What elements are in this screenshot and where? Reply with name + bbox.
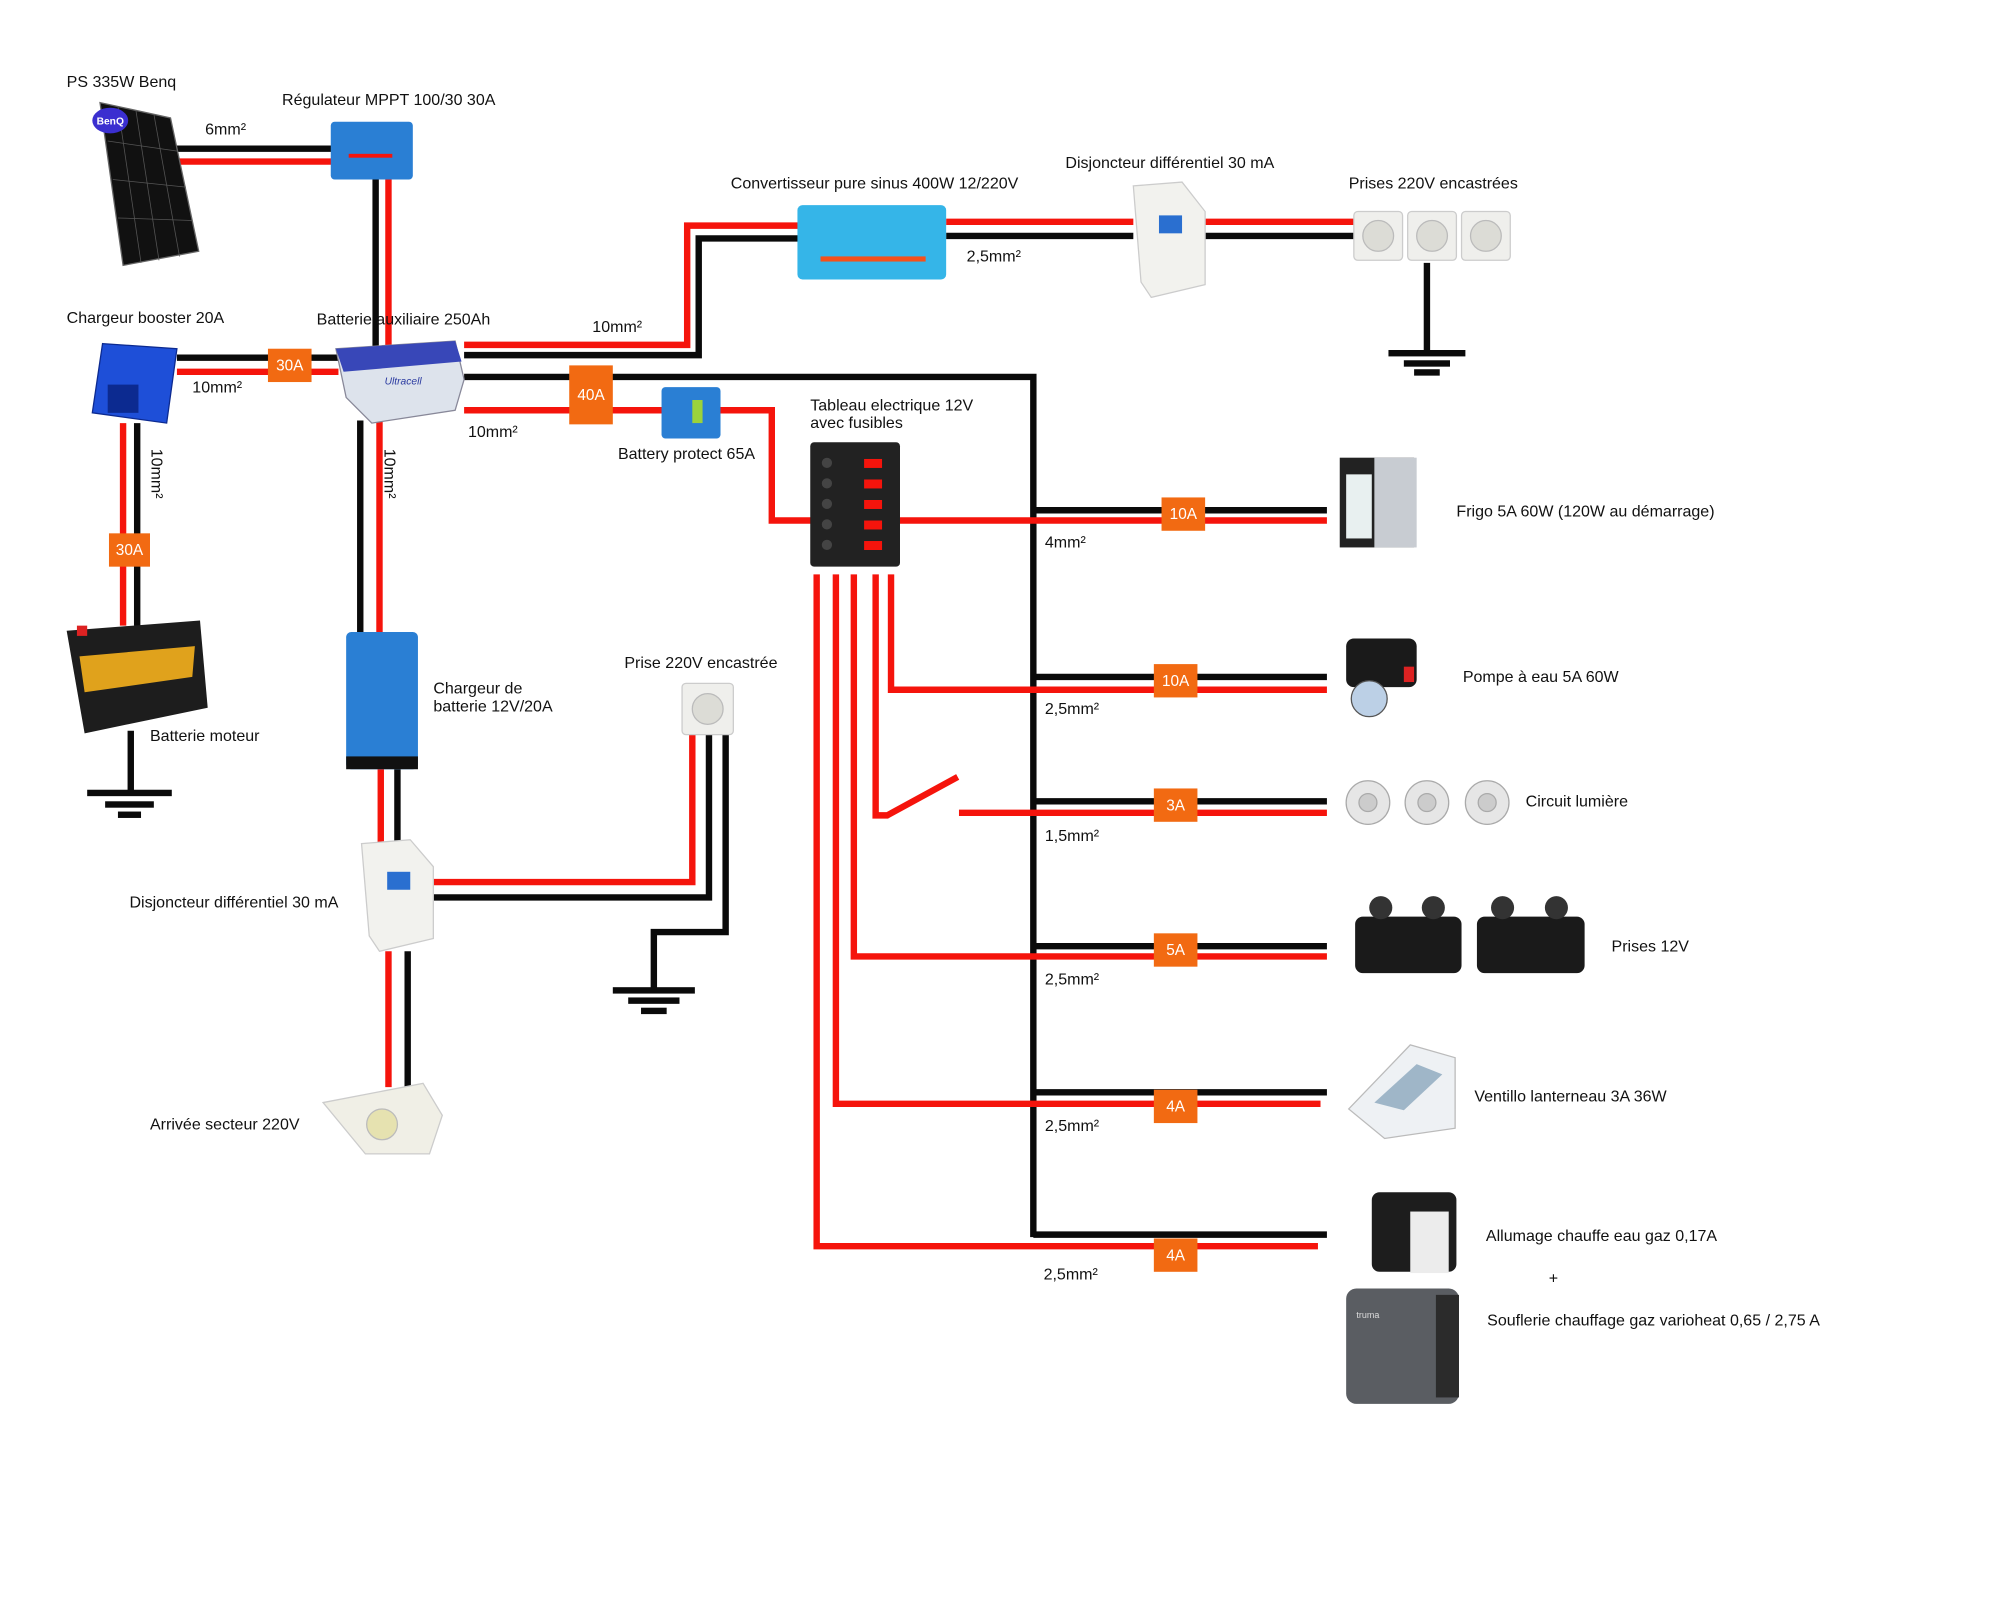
battery-charger-icon	[346, 632, 418, 770]
fuse-fridge: 10A	[1161, 497, 1206, 531]
fuse-sockets-12v: 5A	[1153, 933, 1198, 967]
ground-symbol-socket-single	[612, 987, 695, 1015]
section-booster-down: 10mm²	[147, 449, 165, 499]
water-heater-icon	[1371, 1192, 1457, 1274]
label-water-heater: Allumage chauffe eau gaz 0,17A	[1486, 1227, 1718, 1245]
label-fuse-panel-1: Tableau electrique 12V	[810, 396, 973, 414]
label-battery-protect: Battery protect 65A	[618, 445, 755, 463]
fuse-engine: 30A	[108, 533, 150, 567]
section-inverter-out: 2,5mm²	[967, 248, 1022, 266]
label-charger-2: batterie 12V/20A	[433, 698, 553, 716]
rcd-top-icon	[1132, 181, 1206, 299]
section-booster: 10mm²	[192, 378, 242, 396]
label-inverter: Convertisseur pure sinus 400W 12/220V	[731, 174, 1019, 192]
label-mppt: Régulateur MPPT 100/30 30A	[282, 91, 496, 109]
label-booster: Chargeur booster 20A	[67, 309, 225, 327]
mppt-icon	[330, 121, 413, 180]
inverter-icon	[797, 205, 947, 280]
water-pump-icon	[1346, 638, 1417, 718]
solar-panel-icon: BenQ	[92, 101, 200, 267]
fuse-booster: 30A	[267, 348, 312, 383]
svg-text:4A: 4A	[1166, 1099, 1186, 1116]
svg-text:Ultracell: Ultracell	[385, 377, 423, 388]
svg-text:3A: 3A	[1166, 797, 1186, 814]
label-heater-fan: Souflerie chauffage gaz varioheat 0,65 /…	[1487, 1312, 1820, 1330]
label-fridge: Frigo 5A 60W (120W au démarrage)	[1456, 503, 1714, 521]
fuse-main: 40A	[569, 365, 613, 425]
benq-logo: BenQ	[97, 116, 124, 127]
fuse-heater: 4A	[1153, 1238, 1198, 1272]
label-sockets-220: Prises 220V encastrées	[1349, 174, 1518, 192]
label-shore-power: Arrivée secteur 220V	[150, 1115, 300, 1133]
socket-single-icon	[681, 682, 734, 736]
label-engine-battery: Batterie moteur	[150, 727, 260, 745]
gas-heater-icon: truma	[1346, 1288, 1459, 1404]
fuse-fan: 4A	[1153, 1089, 1198, 1124]
section-fan: 2,5mm²	[1045, 1117, 1100, 1135]
battery-protect-icon	[661, 387, 721, 439]
label-fan: Ventillo lanterneau 3A 36W	[1474, 1087, 1667, 1105]
label-pump: Pompe à eau 5A 60W	[1463, 668, 1620, 686]
svg-text:truma: truma	[1356, 1310, 1379, 1320]
section-lights: 1,5mm²	[1045, 827, 1100, 845]
section-heater: 2,5mm²	[1044, 1265, 1099, 1283]
section-aux-protect: 10mm²	[468, 423, 518, 441]
label-lights: Circuit lumière	[1526, 792, 1628, 810]
ground-symbol-engine	[87, 789, 172, 818]
fridge-icon	[1339, 457, 1417, 548]
aux-battery-icon: Ultracell	[335, 340, 465, 424]
label-fuse-panel-2: avec fusibles	[810, 414, 903, 432]
component-labels: PS 335W Benq Régulateur MPPT 100/30 30A …	[67, 73, 1821, 1329]
label-sockets-12v: Prises 12V	[1612, 937, 1690, 955]
sockets-12v-icon	[1355, 896, 1585, 974]
svg-text:30A: 30A	[116, 542, 144, 559]
label-solar-panel: PS 335W Benq	[67, 73, 177, 91]
shore-power-inlet-icon	[321, 1082, 444, 1155]
svg-text:10A: 10A	[1170, 506, 1198, 523]
roof-fan-icon	[1347, 1044, 1456, 1140]
wire-section-labels: 6mm² 10mm² 10mm² 10mm² 10mm² 10mm² 2,5mm…	[147, 121, 1100, 1284]
label-rcd-bottom: Disjoncteur différentiel 30 mA	[129, 894, 338, 912]
fuse-lights: 3A	[1153, 788, 1198, 822]
svg-text:4A: 4A	[1166, 1247, 1186, 1264]
sockets-220-icon	[1353, 210, 1511, 261]
booster-charger-icon	[91, 342, 178, 424]
label-rcd-top: Disjoncteur différentiel 30 mA	[1065, 154, 1274, 172]
section-fridge: 4mm²	[1045, 533, 1087, 551]
ground-symbol-sockets	[1388, 350, 1466, 376]
label-socket-single: Prise 220V encastrée	[624, 654, 777, 672]
fuse-pump: 10A	[1153, 664, 1198, 698]
label-aux-battery: Batterie auxiliaire 250Ah	[317, 310, 491, 328]
svg-text:5A: 5A	[1166, 942, 1186, 959]
section-solar: 6mm²	[205, 121, 247, 139]
rcd-bottom-icon	[360, 839, 434, 953]
section-sockets-12v: 2,5mm²	[1045, 971, 1100, 989]
section-aux-charger: 10mm²	[381, 449, 399, 499]
fuse-panel-icon	[810, 442, 900, 567]
section-pump: 2,5mm²	[1045, 700, 1100, 718]
section-aux-inverter: 10mm²	[592, 318, 642, 336]
svg-text:30A: 30A	[276, 358, 304, 375]
light-spots-icon	[1345, 780, 1510, 826]
label-plus: +	[1549, 1269, 1558, 1287]
svg-text:40A: 40A	[577, 387, 605, 404]
label-charger-1: Chargeur de	[433, 680, 522, 698]
svg-text:10A: 10A	[1162, 673, 1190, 690]
engine-battery-icon	[66, 620, 208, 734]
